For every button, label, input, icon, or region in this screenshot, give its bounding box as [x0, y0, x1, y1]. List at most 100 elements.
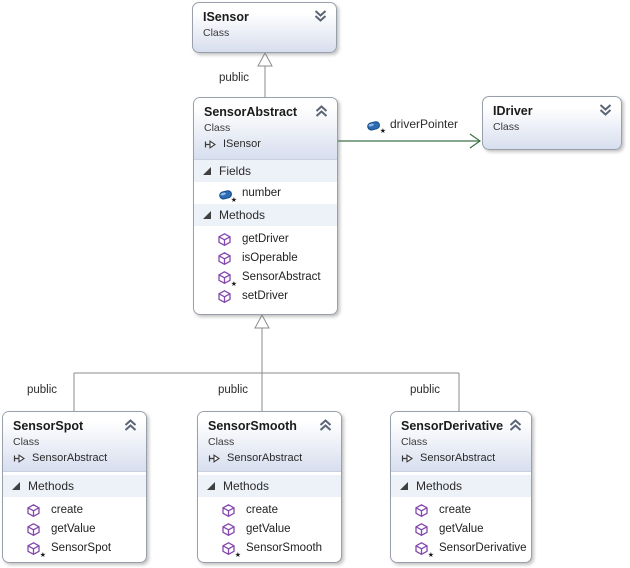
method-row[interactable]: create — [391, 500, 531, 519]
class-kind: Class — [208, 436, 317, 448]
method-row[interactable]: getValue — [3, 519, 146, 538]
class-kind: Class — [203, 27, 312, 39]
section-header-methods[interactable]: Methods — [194, 204, 337, 226]
class-box-idriver[interactable]: IDriver Class — [482, 96, 622, 150]
private-star-icon: ★ — [231, 281, 237, 288]
method-icon — [222, 522, 237, 536]
base-type-row: SensorAbstract — [401, 452, 507, 464]
method-row[interactable]: ★ SensorAbstract — [194, 267, 337, 286]
method-icon — [222, 503, 237, 517]
method-name: SensorAbstract — [242, 271, 321, 283]
class-kind: Class — [493, 121, 597, 133]
section-header-methods[interactable]: Methods — [198, 475, 341, 497]
inheritance-connector-sensorabstract-isensor[interactable] — [258, 53, 272, 97]
method-row[interactable]: isOperable — [194, 248, 337, 267]
expander-icon — [400, 482, 408, 490]
class-box-sensorderivative[interactable]: SensorDerivative Class SensorAbstract Me… — [390, 411, 532, 563]
section-header-methods[interactable]: Methods — [3, 475, 146, 497]
inherits-arrow-icon — [204, 139, 216, 150]
association-connector-driverpointer[interactable] — [338, 134, 480, 148]
base-type-name: ISensor — [223, 138, 261, 150]
method-name: getDriver — [242, 233, 289, 245]
method-row[interactable]: create — [3, 500, 146, 519]
method-icon: ★ — [218, 270, 233, 284]
method-row[interactable]: getValue — [391, 519, 531, 538]
expander-icon — [203, 211, 211, 219]
method-icon — [415, 522, 430, 536]
section-header-fields[interactable]: Fields — [194, 160, 337, 182]
association-label-driverpointer[interactable]: ★ driverPointer — [366, 117, 458, 131]
method-row[interactable]: setDriver — [194, 286, 337, 305]
method-icon — [27, 522, 42, 536]
class-title: SensorDerivative — [401, 419, 507, 433]
inheritance-connector-subclasses-sensorabstract[interactable] — [74, 315, 459, 411]
method-name: getValue — [439, 523, 484, 535]
method-icon — [218, 251, 233, 265]
expand-chevron-icon[interactable] — [313, 9, 328, 21]
collapse-chevron-icon[interactable] — [123, 418, 138, 430]
private-star-icon: ★ — [40, 552, 46, 559]
inherits-arrow-icon — [13, 453, 25, 464]
method-name: isOperable — [242, 252, 298, 264]
expander-icon — [12, 482, 20, 490]
field-icon: ★ — [366, 117, 382, 131]
method-name: SensorSpot — [51, 542, 111, 554]
method-icon: ★ — [222, 541, 237, 555]
method-row[interactable]: create — [198, 500, 341, 519]
method-icon — [27, 503, 42, 517]
method-row[interactable]: getValue — [198, 519, 341, 538]
class-kind: Class — [204, 122, 313, 134]
collapse-chevron-icon[interactable] — [318, 418, 333, 430]
inherits-arrow-icon — [401, 453, 413, 464]
field-row[interactable]: ★ number — [194, 182, 337, 204]
class-box-sensorsmooth[interactable]: SensorSmooth Class SensorAbstract Method… — [197, 411, 342, 563]
base-type-name: SensorAbstract — [227, 452, 302, 464]
association-label-text: driverPointer — [390, 117, 458, 131]
class-title: IDriver — [493, 104, 597, 118]
inheritance-label-sensorspot[interactable]: public — [27, 384, 57, 396]
method-icon: ★ — [27, 541, 42, 555]
method-icon — [218, 289, 233, 303]
class-kind: Class — [401, 436, 507, 448]
collapse-chevron-icon[interactable] — [314, 104, 329, 116]
class-kind: Class — [13, 436, 122, 448]
private-star-icon: ★ — [235, 552, 241, 559]
class-title: SensorAbstract — [204, 105, 313, 119]
private-star-icon: ★ — [231, 197, 237, 204]
method-name: getValue — [246, 523, 291, 535]
method-icon: ★ — [415, 541, 430, 555]
inherits-arrow-icon — [208, 453, 220, 464]
class-box-sensorabstract[interactable]: SensorAbstract Class ISensor Fields ★ nu… — [193, 97, 338, 315]
private-star-icon: ★ — [380, 128, 386, 135]
inheritance-label-sensorderivative[interactable]: public — [410, 384, 440, 396]
method-name: create — [439, 504, 471, 516]
section-header-methods[interactable]: Methods — [391, 475, 531, 497]
inheritance-triangle-icon — [255, 315, 269, 328]
method-row[interactable]: ★ SensorSpot — [3, 538, 146, 557]
base-type-name: SensorAbstract — [32, 452, 107, 464]
field-icon: ★ — [218, 186, 233, 200]
private-star-icon: ★ — [428, 552, 434, 559]
method-name: create — [246, 504, 278, 516]
base-type-row: SensorAbstract — [208, 452, 317, 464]
class-title: SensorSmooth — [208, 419, 317, 433]
method-row[interactable]: getDriver — [194, 229, 337, 248]
method-row[interactable]: ★ SensorDerivative — [391, 538, 531, 557]
collapse-chevron-icon[interactable] — [508, 418, 523, 430]
method-icon — [415, 503, 430, 517]
expander-icon — [207, 482, 215, 490]
inheritance-label-sensorsmooth[interactable]: public — [218, 384, 248, 396]
field-name: number — [242, 187, 281, 199]
base-type-name: SensorAbstract — [420, 452, 495, 464]
expand-chevron-icon[interactable] — [598, 103, 613, 115]
method-name: SensorSmooth — [246, 542, 322, 554]
base-type-row: SensorAbstract — [13, 452, 122, 464]
class-title: SensorSpot — [13, 419, 122, 433]
method-row[interactable]: ★ SensorSmooth — [198, 538, 341, 557]
class-box-sensorspot[interactable]: SensorSpot Class SensorAbstract Methods … — [2, 411, 147, 563]
method-name: SensorDerivative — [439, 542, 527, 554]
method-icon — [218, 232, 233, 246]
class-box-isensor[interactable]: ISensor Class — [192, 2, 337, 53]
inheritance-label-isensor[interactable]: public — [219, 72, 249, 84]
